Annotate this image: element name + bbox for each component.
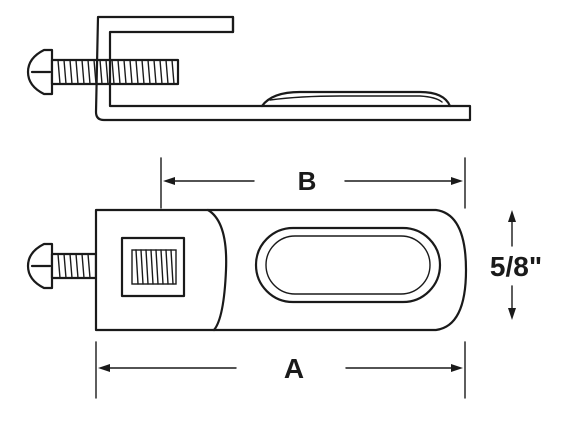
plan-view-plate [94, 208, 468, 332]
thread-line [87, 59, 91, 85]
dimension-b-arrow-right [451, 177, 463, 185]
thread-line [140, 249, 144, 285]
thread-line [81, 59, 85, 85]
thread-line [57, 253, 61, 279]
side-view [26, 15, 472, 122]
thread-line [63, 253, 67, 279]
thread-line [165, 59, 169, 85]
dimension-b-arrow-left [163, 177, 175, 185]
plan-view-screw-threads [57, 253, 91, 279]
dimension-b: B [160, 157, 466, 209]
side-view-screw-shank [50, 58, 180, 86]
thread-line [69, 59, 73, 85]
thread-line [105, 59, 109, 85]
dimension-width-arrow-top [508, 210, 516, 222]
thread-line [171, 59, 175, 85]
thread-line [150, 249, 154, 285]
dimension-width-arrow-bottom [508, 308, 516, 320]
thread-line [147, 59, 151, 85]
thread-line [141, 59, 145, 85]
thread-line [159, 59, 163, 85]
plan-view-slot [254, 226, 442, 304]
dimension-a-arrow-right [451, 364, 463, 372]
plan-view-clamp-edge [206, 208, 228, 332]
thread-line [75, 59, 79, 85]
thread-line [165, 249, 169, 285]
thread-line [57, 59, 61, 85]
thread-line [153, 59, 157, 85]
side-view-bracket [94, 15, 472, 122]
side-view-boss-inner [269, 95, 443, 103]
thread-line [135, 249, 139, 285]
thread-line [99, 59, 103, 85]
plan-view-screw-window [120, 236, 186, 298]
dimension-width-label: 5/8" [490, 251, 542, 282]
dimension-a: A [95, 341, 466, 399]
dimension-b-label: B [298, 166, 317, 196]
dimension-width: 5/8" [490, 210, 542, 320]
plan-view-window-threads [135, 249, 174, 285]
plan-view-screw-window-inner [131, 249, 177, 285]
thread-line [170, 249, 174, 285]
thread-line [87, 253, 91, 279]
thread-line [63, 59, 67, 85]
thread-line [155, 249, 159, 285]
dimension-a-label: A [284, 353, 304, 384]
thread-line [81, 253, 85, 279]
thread-line [160, 249, 164, 285]
thread-line [75, 253, 79, 279]
thread-line [123, 59, 127, 85]
dimension-a-arrow-left [98, 364, 110, 372]
plan-view [26, 208, 468, 332]
side-view-screw-threads [57, 59, 175, 85]
thread-line [135, 59, 139, 85]
thread-line [117, 59, 121, 85]
side-view-boss [260, 90, 452, 108]
thread-line [145, 249, 149, 285]
thread-line [129, 59, 133, 85]
thread-line [111, 59, 115, 85]
thread-line [69, 253, 73, 279]
plan-view-slot-inner [265, 235, 431, 295]
